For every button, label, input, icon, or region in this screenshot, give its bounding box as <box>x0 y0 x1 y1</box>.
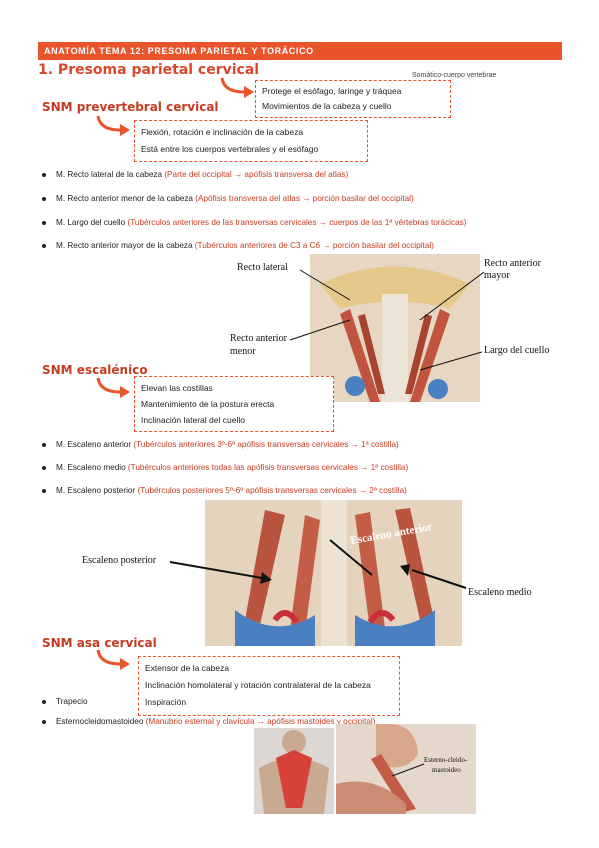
escalenico-summary-box: Elevan las costillas Mantenimiento de la… <box>134 376 334 432</box>
summary-line: Está entre los cuerpos vertebrales y el … <box>141 144 319 154</box>
chapter-banner: ANATOMÍA TEMA 12: PRESOMA PARIETAL Y TOR… <box>38 42 562 60</box>
summary-line: Mantenimiento de la postura erecta <box>141 399 275 409</box>
escalenico-title: SNM escalénico <box>42 363 148 377</box>
figure-label-recto-anterior-mayor: Recto anterior <box>484 258 541 269</box>
list-item: Esternocleidomastoideo (Manubrio esterna… <box>42 717 375 726</box>
prevertebral-title: SNM prevertebral cervical <box>42 100 219 114</box>
prevertebral-summary-box: Flexión, rotación e inclinación de la ca… <box>134 120 368 162</box>
side-note: Somático-cuerpo vertebrae <box>412 72 497 79</box>
figure-label-ecm-2: mastoideo <box>432 766 461 774</box>
section1-summary-box: Protege el esófago, laringe y tráquea Mo… <box>255 80 451 118</box>
list-item: M. Recto anterior menor de la cabeza (Ap… <box>42 194 414 203</box>
figure-label-escaleno-medio: Escaleno medio <box>468 587 532 598</box>
summary-line: Elevan las costillas <box>141 383 213 393</box>
summary-line: Protege el esófago, laringe y tráquea <box>262 86 402 96</box>
asa-summary-box: Extensor de la cabeza Inclinación homola… <box>138 656 400 716</box>
trapezius-illustration <box>254 728 334 814</box>
list-item: M. Escaleno anterior (Tubérculos anterio… <box>42 440 399 449</box>
summary-line: Extensor de la cabeza <box>145 663 230 673</box>
prevertebral-muscles-illustration <box>310 254 480 402</box>
list-item: M. Escaleno medio (Tubérculos anteriores… <box>42 463 408 472</box>
figure-label-recto-anterior-menor: Recto anterior <box>230 333 287 344</box>
summary-line: Inclinación lateral del cuello <box>141 415 245 425</box>
summary-line: Movimientos de la cabeza y cuello <box>262 101 392 111</box>
list-item: M. Recto lateral de la cabeza (Parte del… <box>42 170 348 179</box>
figure-label-recto-anterior-menor-2: menor <box>230 346 256 357</box>
escalenico-muscle-list: M. Escaleno anterior (Tubérculos anterio… <box>42 440 562 496</box>
asa-title: SNM asa cervical <box>42 636 157 650</box>
figure-label-recto-anterior-mayor-2: mayor <box>484 270 510 281</box>
figure-label-largo-del-cuello: Largo del cuello <box>484 345 550 356</box>
list-item: M. Recto anterior mayor de la cabeza (Tu… <box>42 241 434 250</box>
list-item: M. Largo del cuello (Tubérculos anterior… <box>42 218 466 227</box>
figure-label-escaleno-posterior: Escaleno posterior <box>82 555 157 566</box>
figure-label-recto-lateral: Recto lateral <box>237 262 288 273</box>
summary-line: Flexión, rotación e inclinación de la ca… <box>141 127 304 137</box>
list-item: Trapecio <box>42 697 88 706</box>
section-title: 1. Presoma parietal cervical <box>38 62 260 78</box>
list-item: M. Escaleno posterior (Tubérculos poster… <box>42 486 407 495</box>
prevertebral-muscle-list: M. Recto lateral de la cabeza (Parte del… <box>42 170 562 250</box>
figure-label-ecm: Esterno-cleido- <box>424 756 468 764</box>
summary-line: Inspiración <box>145 697 187 707</box>
sternocleidomastoid-illustration <box>336 724 476 814</box>
asa-muscle-list: Trapecio Esternocleidomastoideo (Manubri… <box>42 697 562 727</box>
summary-line: Inclinación homolateral y rotación contr… <box>145 680 371 690</box>
